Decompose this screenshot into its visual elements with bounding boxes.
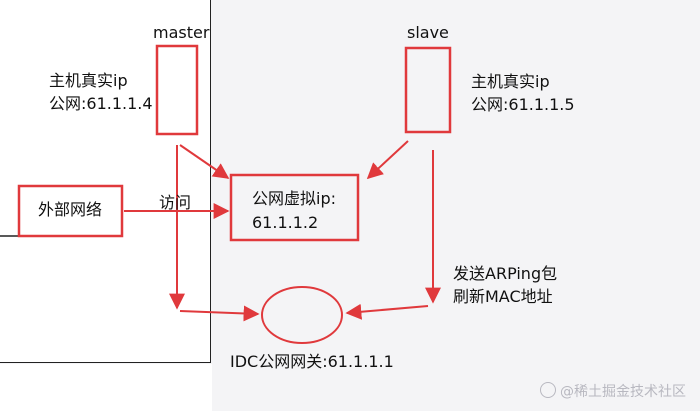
slave-to-vip-arrow — [366, 140, 409, 180]
slave-to-gateway-arrow — [345, 303, 429, 320]
access-label: 访问 — [159, 193, 192, 212]
gateway-ellipse — [261, 286, 343, 344]
master-ip-label: 主机真实ip — [49, 71, 128, 90]
slave-ip-label: 主机真实ip — [471, 72, 550, 91]
watermark-text: @稀土掘金技术社区 — [560, 384, 686, 400]
master-box — [155, 44, 199, 136]
slave-ip-value: 公网:61.1.1.5 — [471, 95, 575, 114]
master-to-vip-arrow — [179, 144, 230, 179]
arp-label-line2: 刷新MAC地址 — [453, 287, 553, 306]
external-network-label: 外部网络 — [38, 200, 103, 219]
master-title: master — [153, 23, 210, 42]
slave-title: slave — [407, 23, 449, 42]
external-network-box — [17, 184, 124, 238]
slave-box — [404, 46, 452, 134]
master-ip-value: 公网:61.1.1.4 — [49, 94, 153, 113]
virtual-ip-value: 61.1.1.2 — [252, 213, 319, 232]
watermark: @稀土掘金技术社区 — [540, 381, 686, 401]
bottom-strip — [0, 364, 212, 411]
virtual-ip-label: 公网虚拟ip: — [252, 189, 336, 208]
virtual-ip-box — [229, 173, 360, 242]
gateway-label: IDC公网网关:61.1.1.1 — [230, 352, 394, 371]
arp-label-line1: 发送ARPing包 — [453, 264, 558, 283]
watermark-logo-icon — [540, 382, 556, 398]
master-to-gateway-arrow — [179, 305, 260, 322]
